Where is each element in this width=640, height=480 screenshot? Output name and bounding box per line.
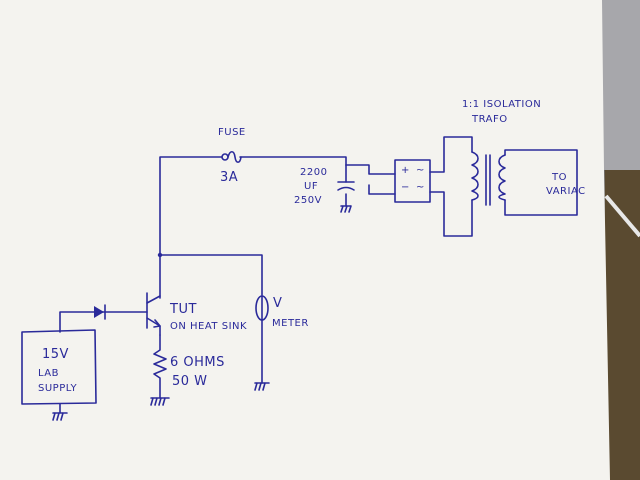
wire-left-vertical (159, 156, 223, 256)
voltmeter-symbol (254, 295, 270, 391)
supply-voltage-label: 15V (42, 347, 69, 362)
wire-cap-to-rect-minus (345, 184, 396, 207)
rectifier-ac-label-bottom: ~ (416, 182, 425, 193)
resistor-value-label: 6 OHMS (170, 355, 225, 370)
fuse-label: FUSE (218, 127, 246, 138)
resistor-power-label: 50 W (172, 374, 208, 389)
supply-name-label-1: LAB (38, 368, 60, 379)
wire-fuse-to-cap (239, 156, 347, 166)
fuse-symbol (221, 150, 242, 164)
rectifier-ac-label-top: ~ (416, 165, 425, 176)
wire-cap-to-rect-plus (345, 164, 396, 175)
paper-sheet (0, 0, 610, 480)
wiring (159, 136, 578, 384)
tut-note-label: ON HEAT SINK (170, 321, 248, 332)
diode-symbol (94, 304, 106, 320)
tut-label: TUT (170, 302, 197, 317)
wire-to-voltmeter (159, 254, 263, 296)
meter-label: METER (272, 318, 309, 329)
wire-rect-ac-top (429, 136, 473, 173)
transformer-symbol (471, 151, 506, 206)
wire-rect-ac-bottom (429, 191, 473, 237)
resistor-symbol (150, 334, 170, 406)
supply-name-label-2: SUPPLY (38, 383, 78, 394)
lab-supply-box (21, 329, 97, 421)
transformer-title-2: TRAFO (472, 114, 508, 125)
capacitor-symbol (337, 164, 355, 213)
to-variac-label-2: VARIAC (546, 186, 586, 197)
rectifier-minus-label: − (401, 182, 410, 193)
desk-background (605, 170, 640, 480)
junction-dot (157, 252, 163, 258)
cap-voltage-label: 250V (294, 195, 322, 206)
v-symbol-label: V (273, 296, 283, 311)
rectifier-plus-label: + (401, 165, 410, 176)
rectifier-box (394, 159, 431, 203)
cable (604, 194, 640, 238)
wall-background (600, 0, 640, 170)
transformer-title-1: 1:1 ISOLATION (462, 99, 542, 110)
to-variac-label-1: TO (552, 172, 567, 183)
cap-value-label: 2200 (300, 167, 328, 178)
cap-unit-label: UF (304, 181, 319, 192)
wire-to-variac (504, 149, 578, 216)
fuse-rating-label: 3A (220, 170, 239, 185)
transistor-symbol (59, 292, 161, 336)
